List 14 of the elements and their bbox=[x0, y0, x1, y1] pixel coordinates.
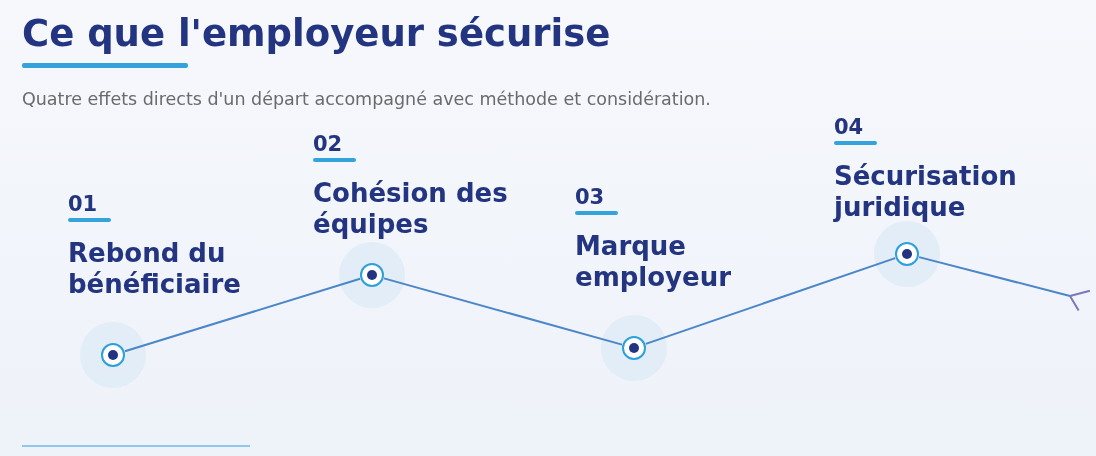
step-title: Cohésion des équipes bbox=[313, 178, 509, 240]
step-number: 02 bbox=[313, 132, 343, 156]
page-title: Ce que l'employeur sécurise bbox=[22, 12, 611, 55]
connector-line bbox=[123, 277, 362, 353]
connector-line bbox=[918, 256, 1091, 312]
step-number: 04 bbox=[834, 115, 864, 139]
connector-line bbox=[644, 257, 897, 345]
step-title: Sécurisation juridique bbox=[834, 161, 1018, 223]
connector-line bbox=[383, 277, 623, 346]
subtitle: Quatre effets directs d'un départ accompagné avec méthode et considération. bbox=[22, 89, 711, 109]
step-number: 03 bbox=[575, 185, 605, 209]
step-number: 01 bbox=[68, 192, 98, 216]
step-title: Marque employeur bbox=[575, 231, 733, 293]
step-title: Rebond du bénéficiaire bbox=[68, 238, 242, 300]
